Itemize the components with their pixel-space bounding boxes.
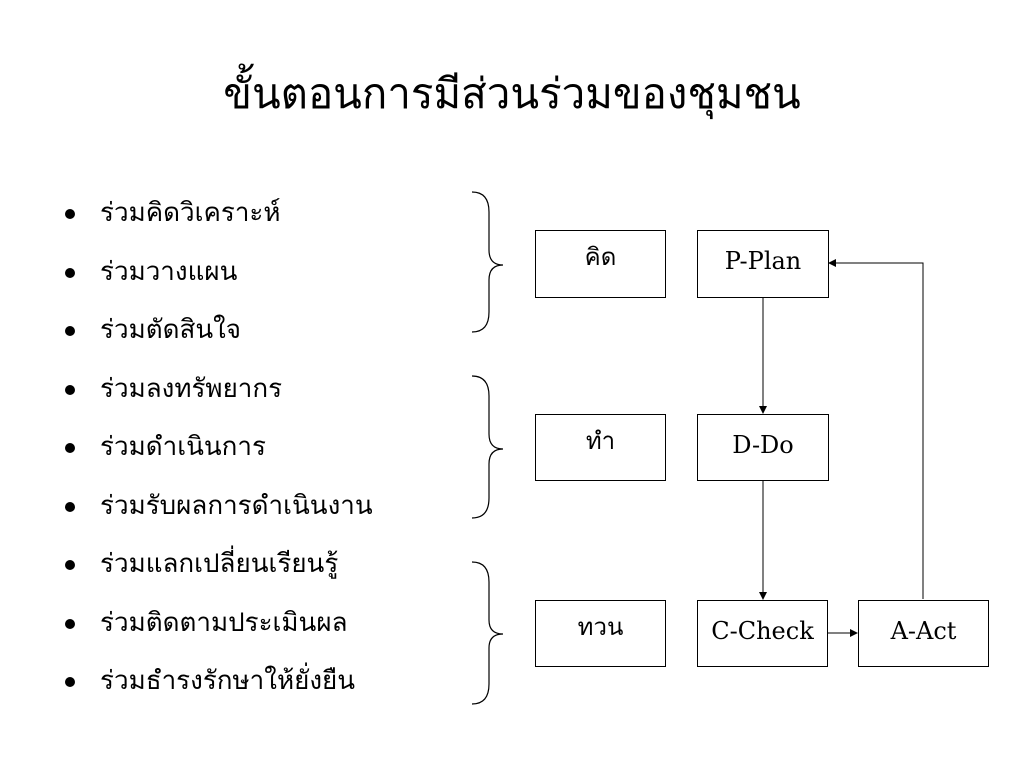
- bullet-dot: [65, 560, 75, 570]
- pdca-box-act: A-Act: [858, 600, 989, 667]
- bullet-dot: [65, 443, 75, 453]
- bullet-list: ร่วมคิดวิเคราะห์ ร่วมวางแผน ร่วมตัดสินใจ…: [62, 184, 373, 711]
- bullet-text: ร่วมวางแผน: [100, 256, 238, 287]
- list-item: ร่วมรับผลการดำเนินงาน: [62, 477, 373, 536]
- bullet-dot: [65, 501, 75, 512]
- list-item: ร่วมตัดสินใจ: [62, 301, 373, 360]
- phase-box-review: ทวน: [535, 600, 666, 667]
- list-item: ร่วมคิดวิเคราะห์: [62, 184, 373, 243]
- arrow-act-to-plan: [828, 259, 924, 599]
- pdca-box-check: C-Check: [697, 600, 828, 667]
- bullet-text: ร่วมติดตามประเมินผล: [100, 607, 348, 638]
- bullet-dot: [65, 326, 75, 336]
- phase-box-think: คิด: [535, 230, 666, 298]
- bullet-text: ร่วมคิดวิเคราะห์: [100, 198, 281, 228]
- list-item: ร่วมวางแผน: [62, 243, 373, 302]
- slide-title: ขั้นตอนการมีส่วนร่วมของชุมชน: [223, 69, 801, 118]
- bullet-dot: [65, 209, 75, 219]
- bullet-text: ร่วมรับผลการดำเนินงาน: [100, 490, 373, 521]
- pdca-box-do: D-Do: [697, 414, 829, 481]
- brace-do: [471, 375, 504, 519]
- bullet-text: ร่วมธำรงรักษาให้ยั่งยืน: [100, 666, 356, 696]
- list-item: ร่วมธำรงรักษาให้ยั่งยืน: [62, 652, 373, 711]
- brace-think: [471, 191, 504, 333]
- brace-review: [471, 561, 504, 705]
- pdca-box-plan: P-Plan: [697, 230, 829, 298]
- phase-box-do: ทำ: [535, 414, 666, 481]
- bullet-text: ร่วมแลกเปลี่ยนเรียนรู้: [100, 549, 339, 579]
- bullet-text: ร่วมดำเนินการ: [100, 432, 266, 462]
- bullet-dot: [65, 267, 75, 278]
- bullet-text: ร่วมตัดสินใจ: [100, 315, 242, 345]
- bullet-dot: [65, 384, 75, 395]
- list-item: ร่วมลงทรัพยากร: [62, 360, 373, 419]
- bullet-dot: [65, 618, 75, 629]
- bullet-text: ร่วมลงทรัพยากร: [100, 373, 283, 404]
- bullet-dot: [65, 677, 75, 687]
- list-item: ร่วมแลกเปลี่ยนเรียนรู้: [62, 535, 373, 594]
- list-item: ร่วมติดตามประเมินผล: [62, 594, 373, 653]
- list-item: ร่วมดำเนินการ: [62, 418, 373, 477]
